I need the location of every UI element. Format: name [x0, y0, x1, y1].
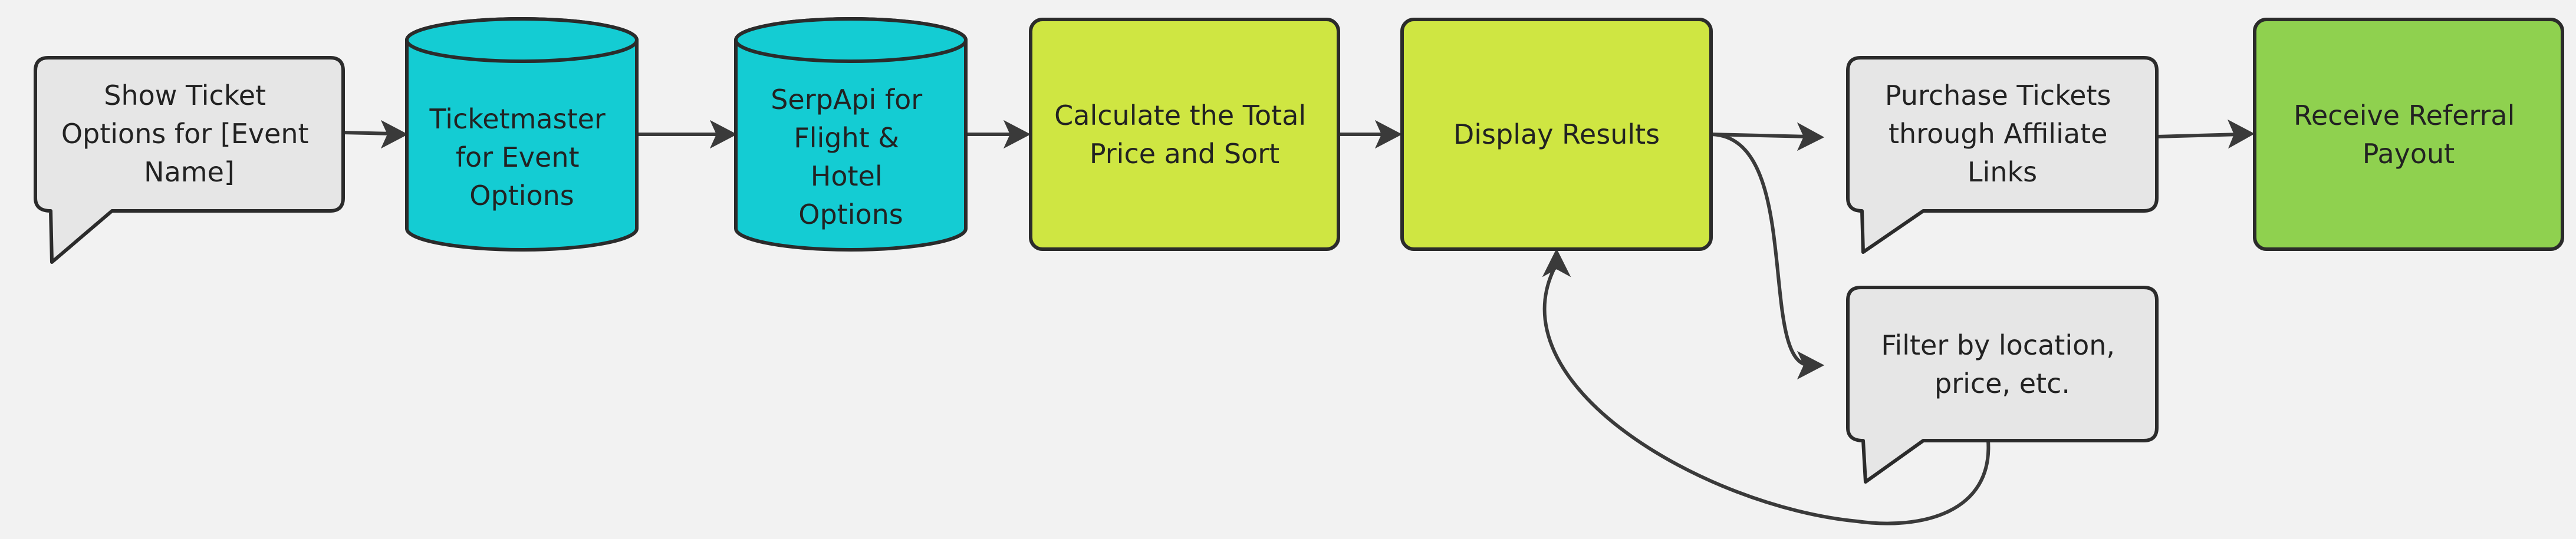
arrowhead-display: [1374, 120, 1403, 149]
label-line-2: through Affiliate: [1889, 118, 2107, 150]
speech-bubble-shape: [1846, 286, 2159, 484]
node-label: Filter by location, price, etc.: [1881, 329, 2123, 399]
node-receive-payout: Receive Referral Payout: [2253, 18, 2564, 251]
label-line-3: Hotel: [811, 160, 883, 192]
label-line-1: Purchase Tickets: [1885, 80, 2111, 111]
node-show-ticket-options: Show Ticket Options for [Event Name]: [34, 56, 345, 264]
arrowhead-payout: [2227, 119, 2255, 149]
label-line-2: Price and Sort: [1090, 138, 1279, 170]
label-line-1: Show Ticket: [104, 80, 266, 111]
node-serpapi: SerpApi for Flight & Hotel Options: [734, 17, 968, 252]
speech-bubble-shape: [34, 56, 345, 264]
label-line-1: Receive Referral: [2294, 100, 2515, 131]
label-line-1: Calculate the Total: [1054, 100, 1306, 131]
edge-filter-to-display: [1542, 262, 1991, 525]
edge-display-to-filter: [1709, 133, 1812, 367]
label-line-2: price, etc.: [1935, 368, 2070, 399]
process-box-shape: [1400, 18, 1713, 251]
arrowhead-serpapi: [709, 120, 738, 149]
node-ticketmaster: Ticketmaster for Event Options: [405, 17, 639, 252]
label-line-3: Links: [1968, 156, 2037, 188]
label-line-1: Ticketmaster: [429, 103, 606, 135]
label-line-3: Options: [469, 180, 574, 211]
arrowhead-filter: [1797, 350, 1825, 380]
arrowhead-display-return: [1542, 248, 1571, 277]
node-label: SerpApi for Flight & Hotel Options: [771, 84, 931, 230]
node-label: Purchase Tickets through Affiliate Links: [1885, 80, 2120, 188]
node-filter-results: Filter by location, price, etc.: [1846, 286, 2159, 484]
database-top-ellipse: [405, 17, 639, 63]
arrowhead-purchase: [1797, 122, 1825, 151]
database-top-ellipse: [734, 17, 968, 63]
node-display-results: Display Results: [1400, 18, 1713, 251]
node-label: Calculate the Total Price and Sort: [1054, 100, 1315, 170]
final-box-shape: [2253, 18, 2564, 251]
node-calculate-total: Calculate the Total Price and Sort: [1029, 18, 1340, 251]
label-line-3: Name]: [144, 156, 235, 188]
node-label: Display Results: [1453, 118, 1660, 150]
label-line-1: SerpApi for: [771, 84, 922, 115]
label-line-2: for Event: [456, 141, 580, 173]
node-label: Ticketmaster for Event Options: [429, 103, 614, 211]
arrowhead-ticketmaster: [380, 120, 409, 149]
speech-bubble-shape: [1846, 56, 2159, 254]
label-line-1: Display Results: [1453, 118, 1660, 150]
node-label: Receive Referral Payout: [2294, 100, 2524, 170]
edges: [341, 119, 2255, 525]
label-line-2: Options for [Event: [61, 118, 309, 150]
edge-purchase-to-payout: [2155, 133, 2242, 138]
arrowhead-calculate: [1003, 120, 1031, 149]
node-purchase-tickets: Purchase Tickets through Affiliate Links: [1846, 56, 2159, 254]
edge-display-to-purchase: [1709, 133, 1812, 138]
label-line-4: Options: [798, 199, 903, 230]
edge-show-to-ticketmaster: [341, 131, 396, 135]
label-line-2: Flight &: [794, 122, 899, 154]
label-line-1: Filter by location,: [1881, 329, 2115, 361]
label-line-2: Payout: [2363, 138, 2455, 170]
process-box-shape: [1029, 18, 1340, 251]
node-label: Show Ticket Options for [Event Name]: [61, 80, 317, 188]
